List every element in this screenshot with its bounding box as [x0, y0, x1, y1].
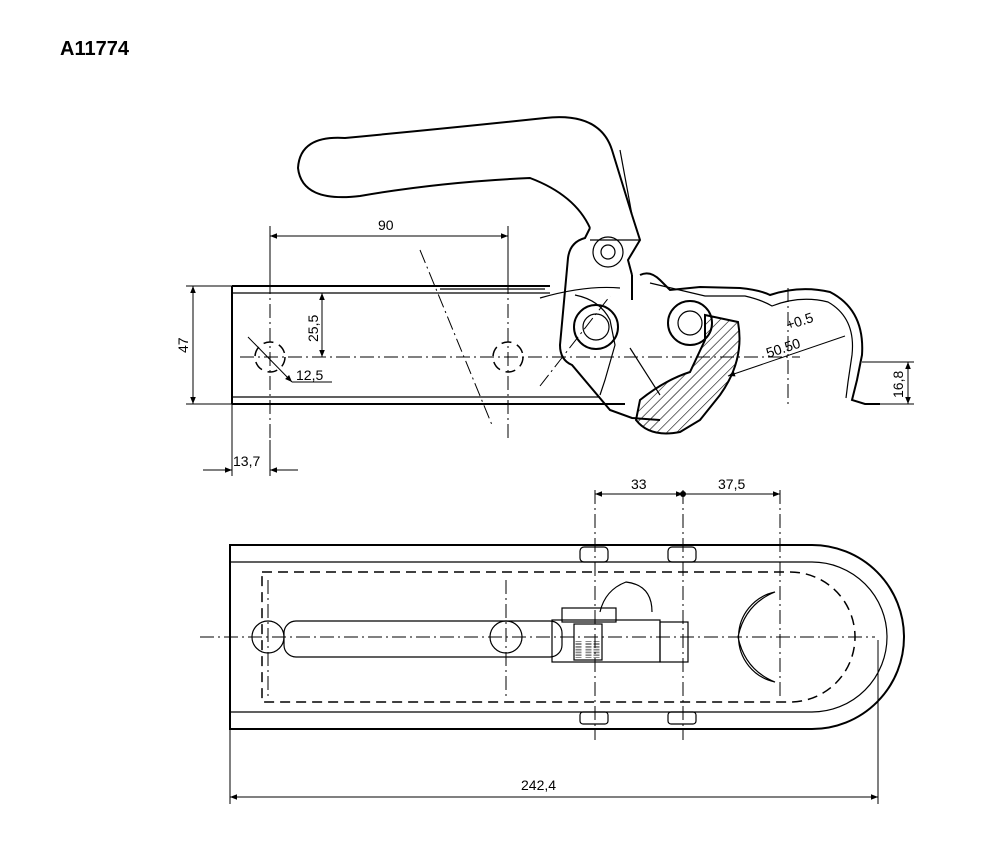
- lower-pivot-outer: [573, 304, 619, 350]
- dim-242-4-label: 242,4: [521, 777, 556, 793]
- drawing-title: A11774: [60, 38, 129, 60]
- lock-marking-3: |||||||||||: [594, 640, 600, 658]
- bolt-bottom-right: [667, 711, 697, 725]
- release-handle-inner-edge: [619, 149, 633, 216]
- dim-12-5-leader: [247, 336, 293, 383]
- dim-33-label: 33: [631, 476, 647, 492]
- dim-37-5-label: 37,5: [718, 476, 745, 492]
- lever-housing-outline: [558, 227, 661, 421]
- latch-pivot-pin: [677, 310, 703, 336]
- top-lock-label-plate: [573, 623, 603, 661]
- ball-radius-leader: [727, 335, 846, 377]
- top-body-outline: [229, 544, 905, 730]
- dim-47-label: 47: [175, 337, 191, 353]
- lock-marking: |||||||||||: [576, 640, 582, 658]
- top-lever-arc: [599, 581, 653, 613]
- side-centerline-lever: [539, 295, 611, 387]
- side-centerline-diagonal: [419, 249, 493, 426]
- ball-socket-outer: [639, 272, 880, 405]
- top-view: ||||||||||| ||||||||||| ||||||||||| 33 3…: [200, 476, 905, 804]
- top-lock-knob: [659, 621, 689, 663]
- top-slot: [283, 620, 563, 658]
- ball-socket-inner: [649, 282, 854, 399]
- jaw-link: [629, 347, 661, 396]
- dim-16-8-label: 16,8: [890, 371, 906, 398]
- lower-pivot-pin: [582, 313, 610, 341]
- dim-12-5-label: 12,5: [296, 367, 323, 383]
- side-view: +0.5 50.50 90 25,5 47 12,5 13,7 16,8: [175, 116, 914, 476]
- top-lock-body: [551, 619, 661, 663]
- dim-ball-tolerance: +0.5: [784, 309, 815, 333]
- bolt-bottom-left: [579, 711, 609, 725]
- top-socket-arc: [737, 591, 776, 683]
- upper-pivot-outer: [592, 236, 624, 268]
- lever-housing-upper-edge: [626, 214, 642, 276]
- dim-90-label: 90: [378, 217, 394, 233]
- dim-33-37-5-junction: [680, 491, 686, 497]
- bolt-top-right: [667, 546, 697, 563]
- upper-pivot-pin: [600, 244, 616, 260]
- top-lock-tab: [561, 607, 617, 623]
- top-hidden-outline: [261, 571, 856, 703]
- dim-13-7-label: 13,7: [233, 453, 260, 469]
- bolt-top-left: [579, 546, 609, 563]
- lever-plate-top: [539, 286, 621, 299]
- latch-jaw: [634, 313, 741, 435]
- dim-25-5-label: 25,5: [305, 315, 321, 342]
- release-handle: [296, 116, 633, 229]
- lock-marking-2: |||||||||||: [586, 640, 592, 658]
- top-body-inner-arc: [811, 561, 888, 713]
